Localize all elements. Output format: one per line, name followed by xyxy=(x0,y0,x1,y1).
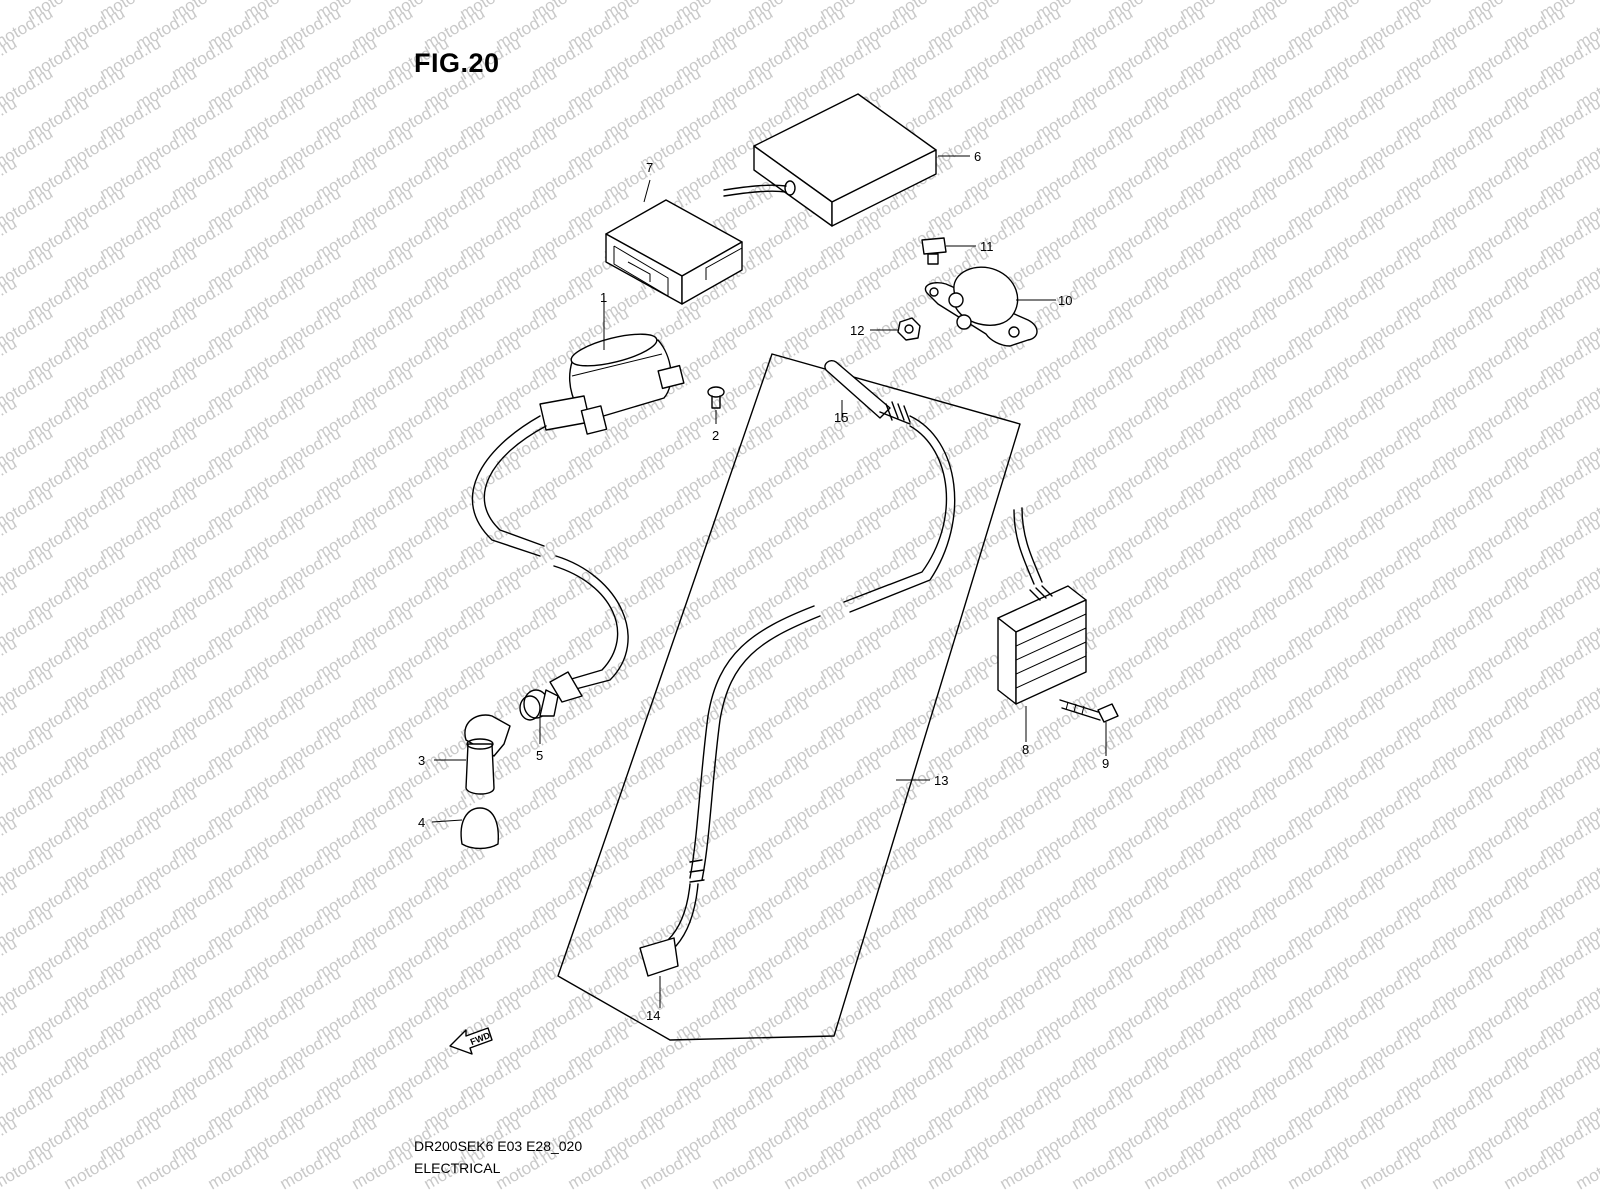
watermark-text: motod.ru xyxy=(1573,1143,1600,1193)
watermark-text: motod.ru xyxy=(637,1143,705,1193)
watermark-text: motod.ru xyxy=(997,1143,1065,1193)
watermark-text: motod.ru xyxy=(1501,1143,1569,1193)
callout-11[interactable]: 11 xyxy=(980,239,994,254)
callout-5[interactable]: 5 xyxy=(536,748,543,763)
part-4-cap-cover[interactable] xyxy=(460,807,499,850)
watermark-text: motod.ru xyxy=(61,1143,129,1193)
watermark-text: motod.ru xyxy=(781,1143,849,1193)
callout-4[interactable]: 4 xyxy=(418,815,425,830)
callout-1[interactable]: 1 xyxy=(600,290,607,305)
part-11-relay-bolt[interactable] xyxy=(921,237,947,265)
watermark-text: motod.ru xyxy=(925,1143,993,1193)
section-name: ELECTRICAL xyxy=(414,1160,501,1176)
watermark-text: motod.ru xyxy=(709,1143,777,1193)
callout-9[interactable]: 9 xyxy=(1102,756,1109,771)
watermark-text: motod.ru xyxy=(853,1143,921,1193)
watermark-text: motod.ru xyxy=(1213,1143,1281,1193)
callout-8[interactable]: 8 xyxy=(1022,742,1029,757)
watermark-text: motod.ru xyxy=(133,1143,201,1193)
watermark-text: motod.ru xyxy=(205,1143,273,1193)
callout-13[interactable]: 13 xyxy=(934,773,948,788)
watermark-text: motod.ru xyxy=(349,1143,417,1193)
callout-15[interactable]: 15 xyxy=(834,410,848,425)
watermark-text: motod.ru xyxy=(1285,1143,1353,1193)
watermark-text: motod.ru xyxy=(277,1143,345,1193)
callout-3[interactable]: 3 xyxy=(418,753,425,768)
callout-14[interactable]: 14 xyxy=(646,1008,660,1023)
watermark-text: motod.ru xyxy=(1069,1143,1137,1193)
callout-7[interactable]: 7 xyxy=(646,160,653,175)
callout-2[interactable]: 2 xyxy=(712,428,719,443)
model-code: DR200SEK6 E03 E28_020 xyxy=(414,1138,583,1154)
callout-10[interactable]: 10 xyxy=(1058,293,1072,308)
callout-6[interactable]: 6 xyxy=(974,149,981,164)
watermark-text: motod.ru xyxy=(1141,1143,1209,1193)
watermark-text: motod.ru xyxy=(1429,1143,1497,1193)
watermark-text: motod.ru xyxy=(1357,1143,1425,1193)
callout-12[interactable]: 12 xyxy=(850,323,864,338)
figure-title: FIG.20 xyxy=(414,48,500,78)
